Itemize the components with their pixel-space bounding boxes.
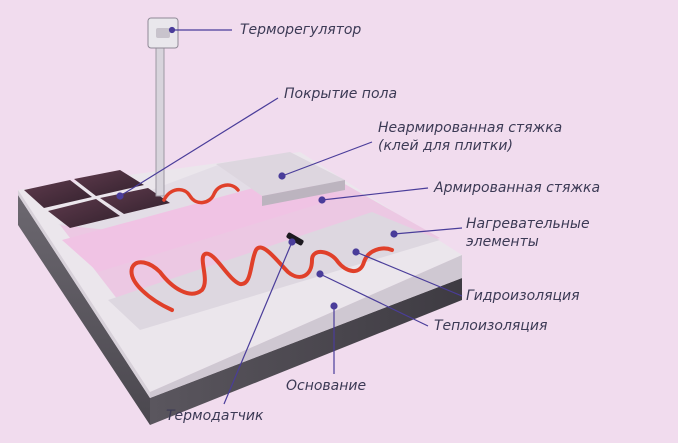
leader-floor-covering	[119, 97, 279, 197]
leader-unreinforced-screed	[281, 141, 373, 177]
label-floor-covering: Покрытие пола	[284, 86, 398, 102]
label-unreinforced-screed-note: (клей для плитки)	[378, 138, 513, 154]
leader-thermal-sensor	[223, 241, 293, 405]
unreinforced-screed-side	[262, 180, 345, 206]
label-thermal-sensor: Термодатчик	[166, 408, 264, 424]
insulation-edge-right	[150, 255, 462, 398]
label-reinforced-screed: Армированная стяжка	[434, 180, 601, 196]
insulation-edge-front	[18, 190, 150, 398]
leader-thermal-insulation	[319, 273, 429, 327]
label-heating-elements-line1: Нагревательные	[466, 216, 590, 232]
leader-waterproofing	[355, 251, 463, 297]
label-unreinforced-screed: Неармированная стяжка	[378, 120, 563, 136]
heating-cable	[129, 245, 394, 312]
leader-reinforced-screed	[321, 187, 429, 201]
screed-band-lower	[108, 212, 440, 330]
thermostat-display	[156, 28, 170, 38]
label-thermal-insulation: Теплоизоляция	[434, 318, 548, 334]
label-base: Основание	[286, 378, 367, 394]
label-waterproofing: Гидроизоляция	[466, 288, 580, 304]
base-right-face	[150, 278, 462, 425]
label-thermostat: Терморегулятор	[240, 22, 362, 38]
label-heating-elements-line2: элементы	[466, 234, 539, 250]
heating-cable-upper	[162, 183, 240, 205]
leader-heating-elements	[393, 227, 463, 235]
base-front-face	[18, 195, 150, 425]
thermal-sensor	[286, 232, 304, 246]
